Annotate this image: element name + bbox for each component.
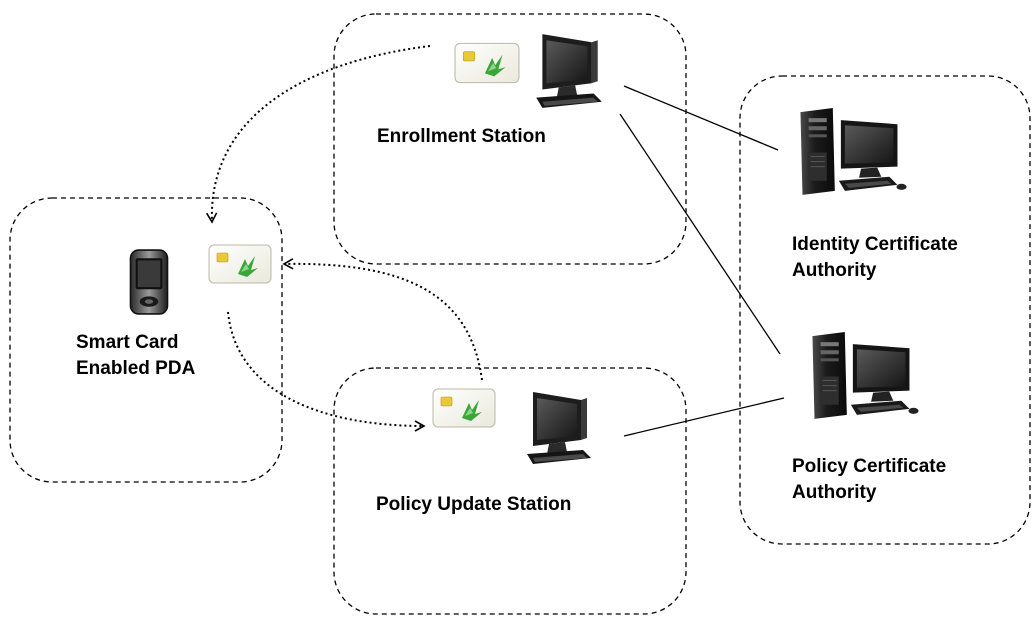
enrollment-station-label: Enrollment Station [377, 126, 546, 147]
tower-computer-icon [811, 331, 920, 420]
policy-update-station-label: Policy Update Station [376, 494, 572, 515]
certificate-authorities-group [739, 75, 1031, 545]
desktop-terminal-icon [527, 392, 591, 464]
enrollment-to-pda-card-arrow [205, 45, 431, 224]
policy-update-to-pda-card-arrow [282, 258, 483, 381]
pda-label-line2: Enabled PDA [76, 358, 196, 379]
identity-ca-label-line2: Authority [792, 260, 877, 281]
pda-group [9, 197, 283, 483]
desktop-terminal-icon [536, 34, 602, 108]
smart-card-icon [208, 244, 272, 284]
policy-ca-label-line1: Policy Certificate [792, 456, 947, 477]
pda-icon [129, 249, 169, 315]
tower-computer-icon [799, 107, 908, 196]
identity-ca-label-line1: Identity Certificate [792, 234, 958, 255]
policy-update-to-policy-ca-line [623, 397, 785, 437]
policy-ca-label-line2: Authority [792, 482, 877, 503]
pda-label-line1: Smart Card [76, 332, 179, 353]
policy-update-station-group [333, 367, 687, 615]
smart-card-icon [432, 388, 496, 428]
smart-card-icon [454, 42, 520, 84]
enrollment-to-policy-ca-line [619, 113, 781, 355]
pda-to-policy-update-arrow [227, 311, 426, 432]
enrollment-station-group [333, 13, 687, 265]
enrollment-to-identity-ca-line [623, 85, 779, 151]
